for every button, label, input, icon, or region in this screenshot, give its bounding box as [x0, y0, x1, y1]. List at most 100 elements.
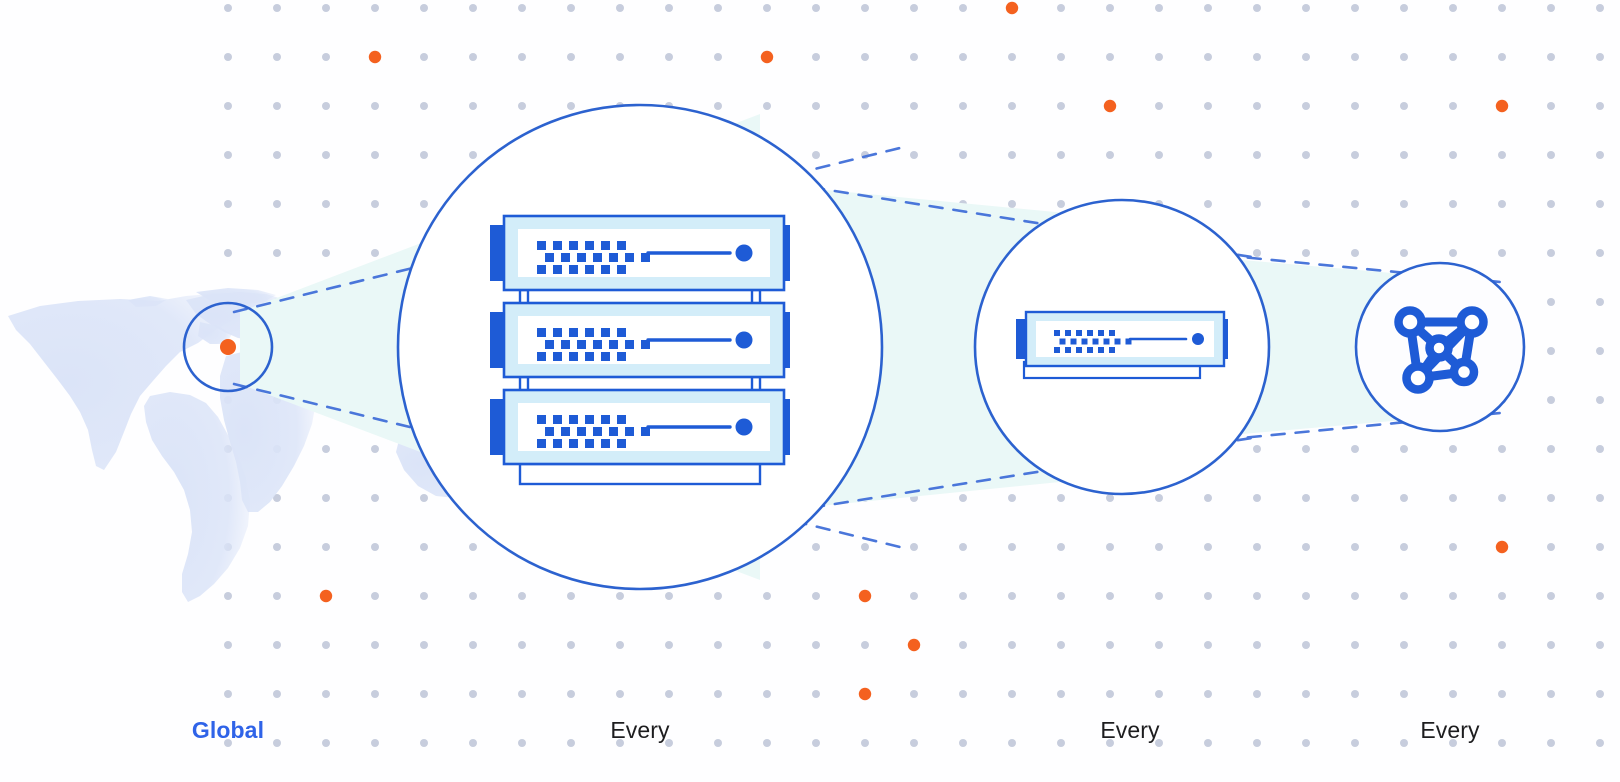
- grid-dot: [1155, 592, 1163, 600]
- server-vent-square: [569, 241, 578, 250]
- server-vent-square: [537, 265, 546, 274]
- grid-dot: [1400, 494, 1408, 502]
- grid-dot: [1008, 53, 1016, 61]
- grid-dot: [1596, 298, 1604, 306]
- server-status-dot: [735, 418, 753, 436]
- grid-dot: [1253, 641, 1261, 649]
- grid-dot: [1596, 690, 1604, 698]
- grid-dot: [763, 690, 771, 698]
- server-vent-square: [609, 427, 618, 436]
- grid-dot: [371, 543, 379, 551]
- grid-dot: [1106, 543, 1114, 551]
- grid-dot: [518, 641, 526, 649]
- server-status-dot: [735, 244, 753, 262]
- grid-dot: [1400, 445, 1408, 453]
- server-vent-square: [617, 439, 626, 448]
- grid-dot: [371, 445, 379, 453]
- grid-dot: [1008, 151, 1016, 159]
- grid-dot: [959, 592, 967, 600]
- grid-dot: [1106, 4, 1114, 12]
- grid-dot: [1498, 739, 1506, 747]
- grid-dot: [1498, 641, 1506, 649]
- grid-dot: [665, 690, 673, 698]
- grid-dot: [1253, 543, 1261, 551]
- grid-dot: [1106, 641, 1114, 649]
- grid-dot: [518, 690, 526, 698]
- grid-dot: [1400, 200, 1408, 208]
- server-vent-square: [1125, 338, 1132, 345]
- grid-dot: [1351, 445, 1359, 453]
- grid-dot: [469, 739, 477, 747]
- grid-dot: [371, 249, 379, 257]
- network-graph-icon: [1394, 306, 1488, 394]
- grid-dot: [273, 4, 281, 12]
- grid-dot: [1351, 543, 1359, 551]
- grid-dot: [1057, 53, 1065, 61]
- grid-dot: [1155, 494, 1163, 502]
- grid-dot: [665, 53, 673, 61]
- grid-dot: [1204, 102, 1212, 110]
- grid-dot: [322, 494, 330, 502]
- grid-dot: [861, 4, 869, 12]
- grid-dot: [1400, 53, 1408, 61]
- grid-dot: [518, 102, 526, 110]
- grid-dot: [469, 641, 477, 649]
- server-vent-square: [1059, 338, 1066, 345]
- server-vent-square: [1065, 347, 1071, 353]
- grid-dot: [469, 690, 477, 698]
- grid-dot: [1204, 53, 1212, 61]
- server-vent-square: [1054, 330, 1060, 336]
- server-vent-square: [561, 340, 570, 349]
- grid-dot: [273, 543, 281, 551]
- grid-dot: [812, 592, 820, 600]
- grid-dot: [1204, 543, 1212, 551]
- grid-dot: [1253, 151, 1261, 159]
- grid-dot-highlight: [907, 638, 921, 652]
- grid-dot: [714, 641, 722, 649]
- grid-dot: [1106, 494, 1114, 502]
- grid-dot: [714, 690, 722, 698]
- grid-dot: [812, 53, 820, 61]
- server-vent-square: [1098, 347, 1104, 353]
- grid-dot: [322, 53, 330, 61]
- grid-dot: [224, 739, 232, 747]
- grid-dot: [322, 102, 330, 110]
- grid-dot: [1547, 4, 1555, 12]
- grid-dot: [273, 53, 281, 61]
- grid-dot: [1106, 690, 1114, 698]
- grid-dot: [714, 102, 722, 110]
- grid-dot: [1253, 494, 1261, 502]
- server-vent-square: [1109, 330, 1115, 336]
- grid-dot: [322, 151, 330, 159]
- grid-dot: [273, 200, 281, 208]
- grid-dot: [1449, 739, 1457, 747]
- grid-dot: [1008, 641, 1016, 649]
- grid-dot: [1008, 543, 1016, 551]
- server-vent-square: [617, 352, 626, 361]
- server-vent-square: [1098, 330, 1104, 336]
- grid-dot: [371, 641, 379, 649]
- label-global-network: Global network: [128, 668, 328, 782]
- server-vent-square: [1087, 347, 1093, 353]
- grid-dot: [224, 690, 232, 698]
- grid-dot: [1596, 53, 1604, 61]
- grid-dot: [1351, 641, 1359, 649]
- grid-dot: [420, 151, 428, 159]
- grid-dot: [518, 53, 526, 61]
- grid-dot: [322, 739, 330, 747]
- grid-dot: [224, 4, 232, 12]
- grid-dot: [812, 543, 820, 551]
- server-vent-square: [1109, 347, 1115, 353]
- grid-dot: [518, 592, 526, 600]
- server-vent-square: [545, 340, 554, 349]
- grid-dot: [273, 592, 281, 600]
- server-vent-square: [641, 427, 650, 436]
- server-vent-square: [1114, 338, 1121, 345]
- server-unit: [490, 388, 790, 466]
- grid-dot: [763, 739, 771, 747]
- grid-dot: [1204, 200, 1212, 208]
- grid-dot: [371, 494, 379, 502]
- grid-dot: [1351, 739, 1359, 747]
- grid-dot: [1547, 151, 1555, 159]
